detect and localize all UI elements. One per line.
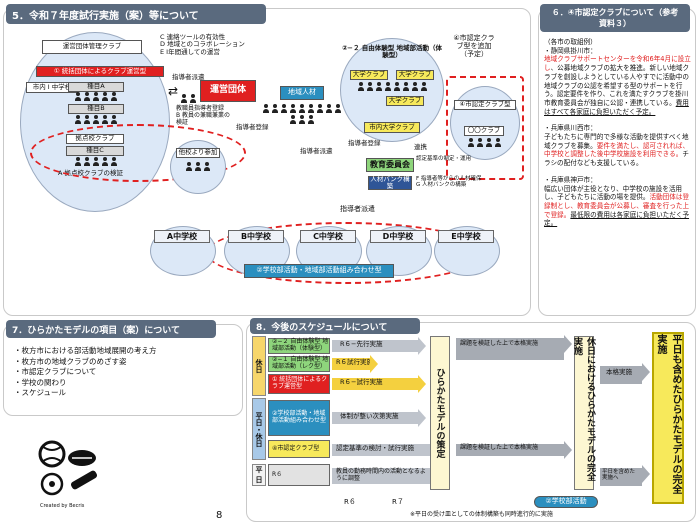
school-d: D中学校 <box>370 230 426 243</box>
dispatch-label-3: 指導者派遣 <box>340 205 375 213</box>
sched-r3: ① 統括団体によるクラブ運営型 <box>268 374 330 394</box>
sched-r2: ②−１ 自由体験型 地域部活動（レク型） <box>268 356 330 372</box>
legend-list: C 連絡ツールの有効性 D 地域とのコラボレーション E I年間通しての運営 <box>160 33 245 56</box>
sched-r4: ②学校部活動・地域部活動組み合わせ型 <box>268 400 330 436</box>
section7-list: ・枚方市における部活動地域展開の考え方 ・枚方市の地域クラブのめざす姿 ・市認定… <box>14 346 157 397</box>
section5-header: 5．令和７年度試行実施（案）等について <box>6 4 266 24</box>
teacher-icons <box>178 94 198 103</box>
bar-note2: 課題を検証した上で本格実施 <box>456 441 572 459</box>
people-group-1 <box>66 92 126 101</box>
other-school-box: 他校より参加 <box>176 148 220 158</box>
club4-inner: ④市認定クラブ型 <box>454 100 516 110</box>
board-notes: F 指導者等からの人材確保 G 人材バンクの構築 <box>416 176 482 189</box>
sports-icon <box>38 440 98 496</box>
club-item-a: 種目A <box>68 82 124 92</box>
row-kyujitsu: 休日 <box>252 336 266 396</box>
year-r6: R６ <box>344 498 356 506</box>
sched-r6: R６ <box>268 464 330 486</box>
bar-1: R６−先行実施 <box>332 337 426 355</box>
school-a: A中学校 <box>154 230 210 243</box>
bar-3: R６−試行実施 <box>332 375 426 393</box>
vbox-kyujitsu-model: 休日におけるひらかたモデルの完全実施 <box>572 336 595 490</box>
red-label-2: ②−２ 自由体験型 地域部活動（体験型） <box>342 43 442 59</box>
bar-5: 認定基準の検討・試行実施 <box>332 441 438 459</box>
section7-header: 7．ひらかたモデルの項目（案）について <box>6 320 216 338</box>
unei-dantai-box: 運営団体 <box>200 80 256 102</box>
dispatch-label-2: 指導者派遣 <box>300 147 333 155</box>
credit-text: Created by Becris <box>40 503 85 509</box>
school-c: C中学校 <box>300 230 356 243</box>
reg-label-2: 指導者登録 <box>348 139 381 147</box>
sched-r1: ②−２ 自由体験型 地域部活動（体験型） <box>268 338 330 354</box>
red-dashed-left <box>30 124 246 182</box>
club-daigaku-2: 大学クラブ <box>396 70 434 80</box>
club-daigaku-1: 大学クラブ <box>350 70 388 80</box>
row-heijitsu: 平日・休日 <box>252 398 266 460</box>
jinzai-bank-box: 人材バンク構築 <box>368 175 412 190</box>
page-number: 8 <box>216 510 223 521</box>
club-item-b: 種目B <box>68 104 124 114</box>
school-badge: ②学校部活動 <box>534 496 598 508</box>
section6-panel <box>538 8 696 316</box>
footnote: ※平日の受け皿としての体制構築も同時進行的に実施 <box>410 511 553 518</box>
bar-note1: 課題を検証した上で本格実施 <box>456 335 572 360</box>
dispatch-label-1: 指導者派遣 <box>172 73 205 81</box>
club-circle-4 <box>450 86 520 160</box>
board-box: 教育委員会 <box>366 158 414 172</box>
bar-honkaku: 本格実施 <box>600 363 650 384</box>
club4-title: ④市認定クラブ型を追加（予定） <box>453 34 495 59</box>
people-group-univ <box>350 82 434 91</box>
univ-club-box: 市内大学クラブ <box>364 122 420 133</box>
vbox-hirakata-model: ひらかたモデルの策定 <box>430 336 450 490</box>
blue-label-combo: ②学校部活動・地域部活動組み合わせ型 <box>244 264 394 278</box>
school-b: B中学校 <box>228 230 284 243</box>
school-e: E中学校 <box>438 230 494 243</box>
section6-body: （各市の取組例） ・静岡県掛川市： 地域クラブサポートセンターを令和6年4月に設… <box>544 38 691 228</box>
people-group-2 <box>66 115 126 124</box>
year-r7: R７ <box>392 498 404 506</box>
row-heijitsu2: 平日 <box>252 464 266 486</box>
section6-header: ６．④市認定クラブについて（参考資料３） <box>540 4 690 32</box>
bar-2: R６試行実施 <box>332 355 378 373</box>
red-label-1: ① 統括団体によるクラブ運営型 <box>36 66 164 77</box>
link-label: 連携 <box>414 143 427 151</box>
teacher-note: 教職員指導者登録 B 教員の兼職兼業の 検証 <box>176 105 231 126</box>
club-daigaku-3: 大学クラブ <box>386 96 424 106</box>
bar-6: 教員の勤務時間内の活動となるように調整 <box>332 465 438 484</box>
club4-sub: 〇〇クラブ <box>464 126 504 136</box>
instructor-reg-1: 指導者登録 <box>236 123 269 131</box>
sched-r5: ④市認定クラブ型 <box>268 440 330 458</box>
board-side: 認定基準の制定・運用 <box>416 156 472 162</box>
people-group-4c <box>462 138 506 147</box>
double-arrow-icon: ⇄ <box>168 84 179 98</box>
top-club-box: 運営団体管理クラブ <box>42 40 142 54</box>
vbox-full-model: 平日も含めたひらかたモデルの完全実施 <box>652 332 684 504</box>
red-dashed-right <box>446 76 524 180</box>
section5-title: 5．令和７年度試行実施（案）等について <box>12 10 199 22</box>
chiiki-jinzai-label: 地域人材 <box>280 86 324 100</box>
bar-4: 体制が整い次第実施 <box>332 409 426 427</box>
people-group-center <box>262 104 342 124</box>
people-group-4 <box>178 162 218 171</box>
section8-header: 8．今後のスケジュールについて <box>250 318 420 334</box>
bar-heijitsu: 平日を含めた実施へ <box>600 465 650 486</box>
section7-panel <box>3 324 243 416</box>
